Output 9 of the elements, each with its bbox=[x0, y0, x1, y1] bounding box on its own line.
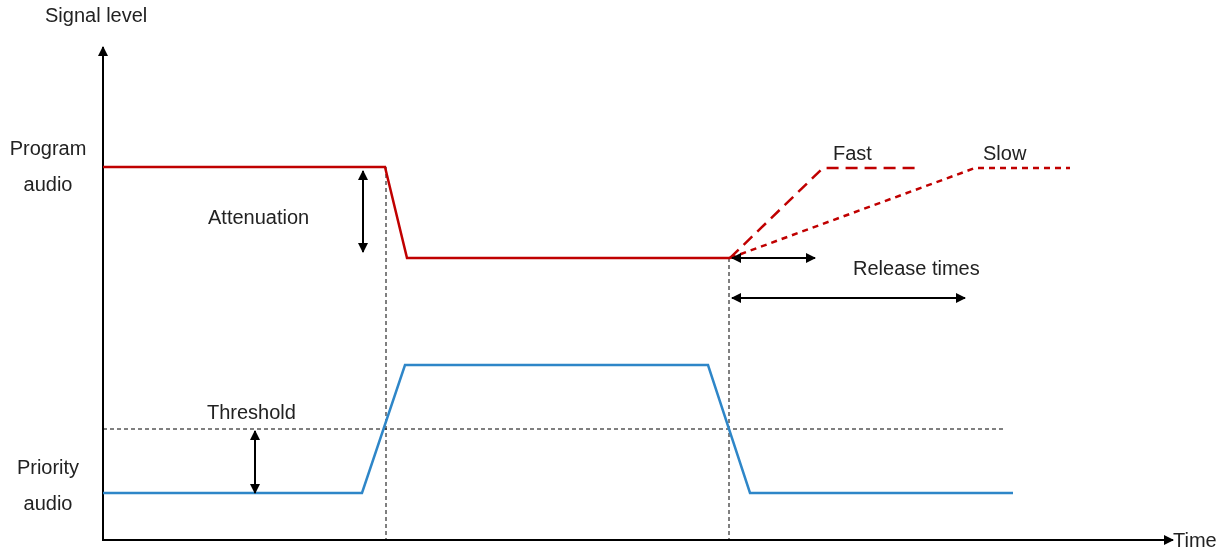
axis-label: Signal level bbox=[45, 3, 148, 28]
axis-label: Time bbox=[1173, 528, 1217, 553]
curve-label: Slow bbox=[983, 141, 1027, 166]
dimension-label: Release times bbox=[853, 256, 980, 281]
curve-label: Fast bbox=[833, 141, 872, 166]
curve-label: Program audio bbox=[8, 136, 88, 197]
threshold-label: Threshold bbox=[207, 400, 296, 425]
curve-label: Priority audio bbox=[15, 455, 81, 516]
dimension-label: Attenuation bbox=[208, 205, 310, 230]
